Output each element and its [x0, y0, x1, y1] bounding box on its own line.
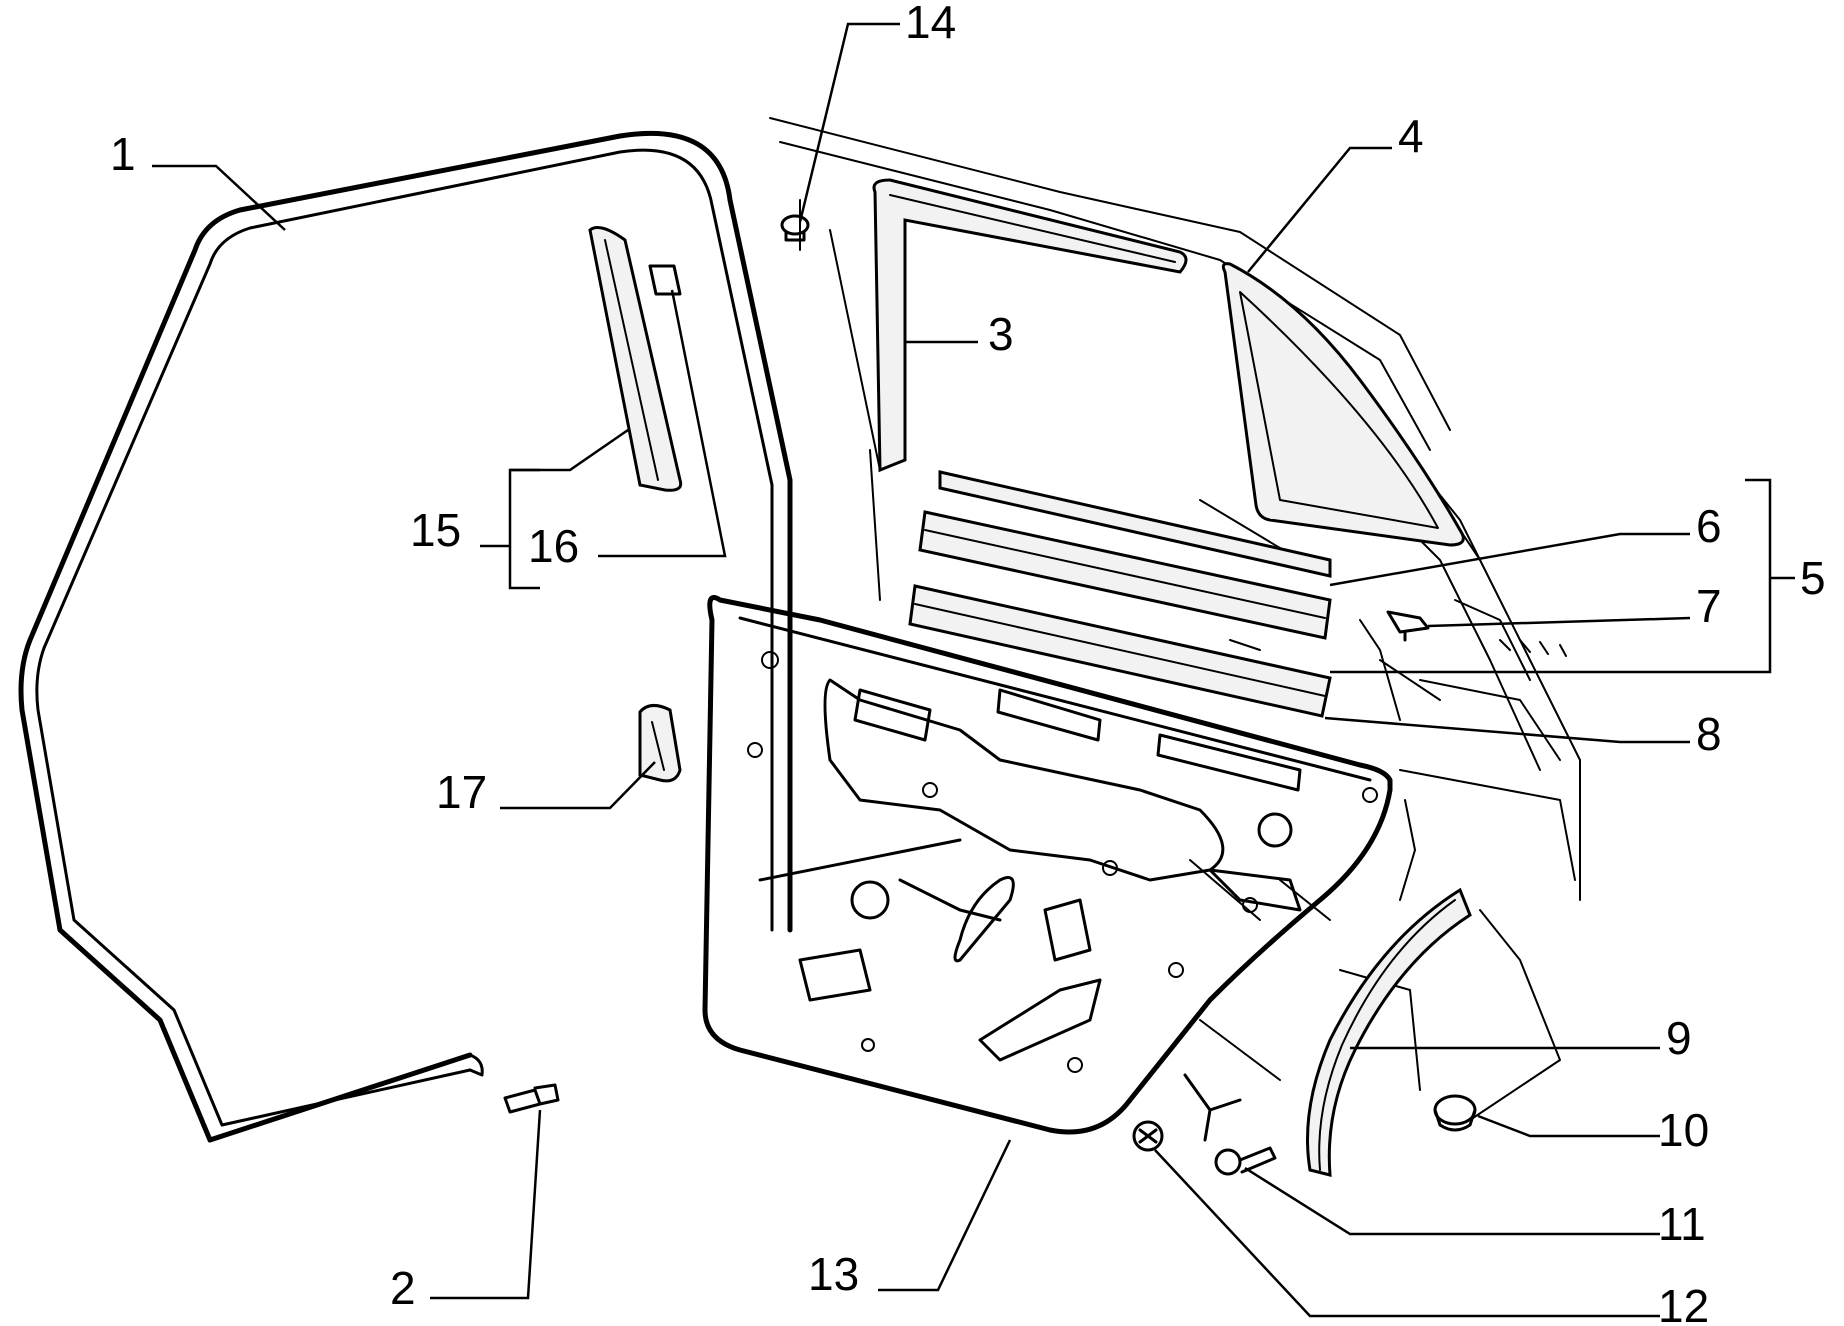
- bracket-5: [1330, 478, 1795, 674]
- leader-8: [1324, 716, 1690, 744]
- callout-6: 6: [1696, 500, 1722, 552]
- fastener-nut: [1132, 1120, 1164, 1152]
- plug: [1433, 1094, 1477, 1132]
- callout-5: 5: [1800, 552, 1826, 604]
- leader-13: [878, 1139, 1012, 1292]
- leader-2: [430, 1109, 542, 1300]
- callout-4: 4: [1398, 110, 1424, 162]
- small-bracket: [1183, 1073, 1242, 1142]
- callout-15: 15: [410, 504, 461, 556]
- leader-15-16: [510, 428, 629, 472]
- callout-16: 16: [528, 520, 579, 572]
- leader-4: [1247, 146, 1392, 273]
- door-inner-panel: [702, 595, 1393, 1135]
- inner-beltline-seal: [908, 584, 1332, 718]
- leader-17: [500, 761, 656, 810]
- pillar-trim-clip: [648, 264, 682, 296]
- pin: [503, 1083, 560, 1114]
- leader-16: [598, 289, 727, 558]
- callout-10: 10: [1658, 1104, 1709, 1156]
- callout-17: 17: [436, 766, 487, 818]
- door-frame-seal: [18, 130, 793, 1143]
- callout-11: 11: [1658, 1198, 1706, 1250]
- outer-beltline-seal: [918, 470, 1332, 640]
- callout-8: 8: [1696, 708, 1722, 760]
- callout-13: 13: [808, 1248, 859, 1300]
- leader-lines: [152, 22, 1795, 1318]
- clip: [1386, 610, 1430, 642]
- wheel-arch-seal: [1306, 887, 1472, 1177]
- grommet: [638, 704, 682, 783]
- callout-1: 1: [110, 128, 136, 180]
- leader-11: [1244, 1166, 1660, 1236]
- leader-10: [1477, 1114, 1660, 1138]
- screw: [1214, 1146, 1277, 1176]
- callout-7: 7: [1696, 580, 1722, 632]
- leader-7: [1427, 616, 1691, 628]
- callout-2: 2: [390, 1262, 416, 1314]
- pillar-trim: [588, 226, 683, 492]
- leader-6: [1329, 532, 1690, 587]
- callout-3: 3: [988, 308, 1014, 360]
- leader-14: [798, 22, 900, 223]
- callout-labels: 1 2 3 4 5 6 7 8 9 10 11 12 13 14 15 16 1…: [110, 0, 1826, 1326]
- stud: [780, 214, 810, 242]
- leader-12: [1154, 1149, 1660, 1318]
- callout-14: 14: [905, 0, 956, 48]
- callout-9: 9: [1666, 1012, 1692, 1064]
- leader-1: [152, 164, 286, 231]
- window-channel-seal: [872, 178, 1188, 473]
- callout-12: 12: [1658, 1280, 1709, 1326]
- quarter-window-seal: [1221, 262, 1465, 547]
